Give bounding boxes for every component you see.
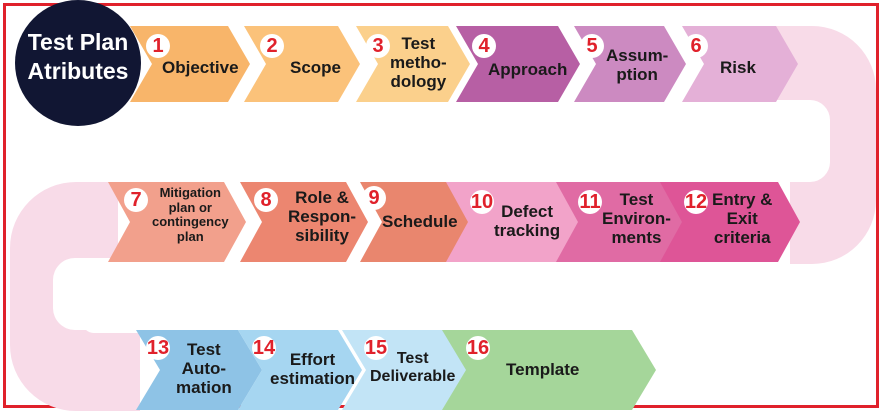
step-label-line: Exit [726,209,758,229]
step-label-line: estimation [270,369,356,389]
step-label-line: Test [401,34,436,53]
step-label-line: Assum- [606,46,669,65]
connector-right [770,26,876,264]
step-label: Objective [162,58,239,77]
step-label-line: ption [616,65,658,85]
step-number: 15 [364,336,388,360]
step-label-line: mation [176,378,232,398]
step-label-line: Mitigation [159,185,221,200]
step-number: 9 [362,186,386,210]
step-label: Assum-ption [606,46,668,84]
step-label-line: Risk [720,58,756,77]
step-label-line: Role & [295,188,349,207]
step-number: 3 [366,34,390,58]
step-number: 14 [252,336,276,360]
step-chevron [360,182,472,262]
step-label-line: contingency [152,214,229,230]
step-label-line: Schedule [382,212,458,231]
step-label: Role &Respon-sibility [288,188,356,245]
step-label-line: metho- [390,53,447,73]
step-label-line: Scope [290,58,342,77]
step-label-line: Template [506,360,580,379]
step-label-line: plan or [168,199,212,215]
connector-right-gap [690,108,825,176]
step-number: 12 [684,190,708,214]
step-label: Approach [488,60,567,79]
step-label-line: Test [187,340,221,359]
step-number: 11 [578,190,602,214]
step-label: Schedule [382,212,458,231]
step-label-line: tracking [494,221,561,241]
step-label-line: Auto- [181,359,227,379]
step-label-line: Defect [501,202,554,221]
title-line-1: Test Plan [27,29,129,55]
step-label-line: Approach [488,60,568,79]
step-label-line: dology [390,72,447,92]
step-chevron [682,26,798,102]
diagram-title: Test Plan Atributes [14,28,142,86]
step-number: 2 [260,34,284,58]
step-label-line: criteria [713,228,771,248]
step-number: 4 [472,34,496,58]
connector-left-gap [82,265,214,333]
step-label-line: plan [176,228,204,244]
step-number: 7 [124,188,148,212]
step-label: Scope [290,58,341,77]
step-chevron [442,330,656,410]
step-label-line: Deliverable [370,367,456,385]
step-number: 8 [254,188,278,212]
step-label-line: Effort [289,350,336,369]
step-label-line: Test [396,350,429,367]
step-number: 16 [466,336,490,360]
step-number: 13 [146,336,170,360]
title-line-2: Atributes [27,57,129,84]
title-circle [15,0,141,126]
step-label: Template [506,360,579,379]
step-number: 5 [580,34,604,58]
step-label-line: Entry & [712,190,773,209]
connector-left [10,182,140,411]
step-label-line: Objective [162,58,239,77]
step-number: 1 [146,34,170,58]
step-label-line: ments [611,228,662,248]
step-number: 10 [470,190,494,214]
step-label-line: Environ- [602,209,671,229]
step-number: 6 [684,34,708,58]
step-label-line: Test [619,190,654,209]
step-label-line: sibility [295,226,349,246]
step-label-line: Respon- [288,207,356,227]
step-label: Risk [720,58,756,77]
